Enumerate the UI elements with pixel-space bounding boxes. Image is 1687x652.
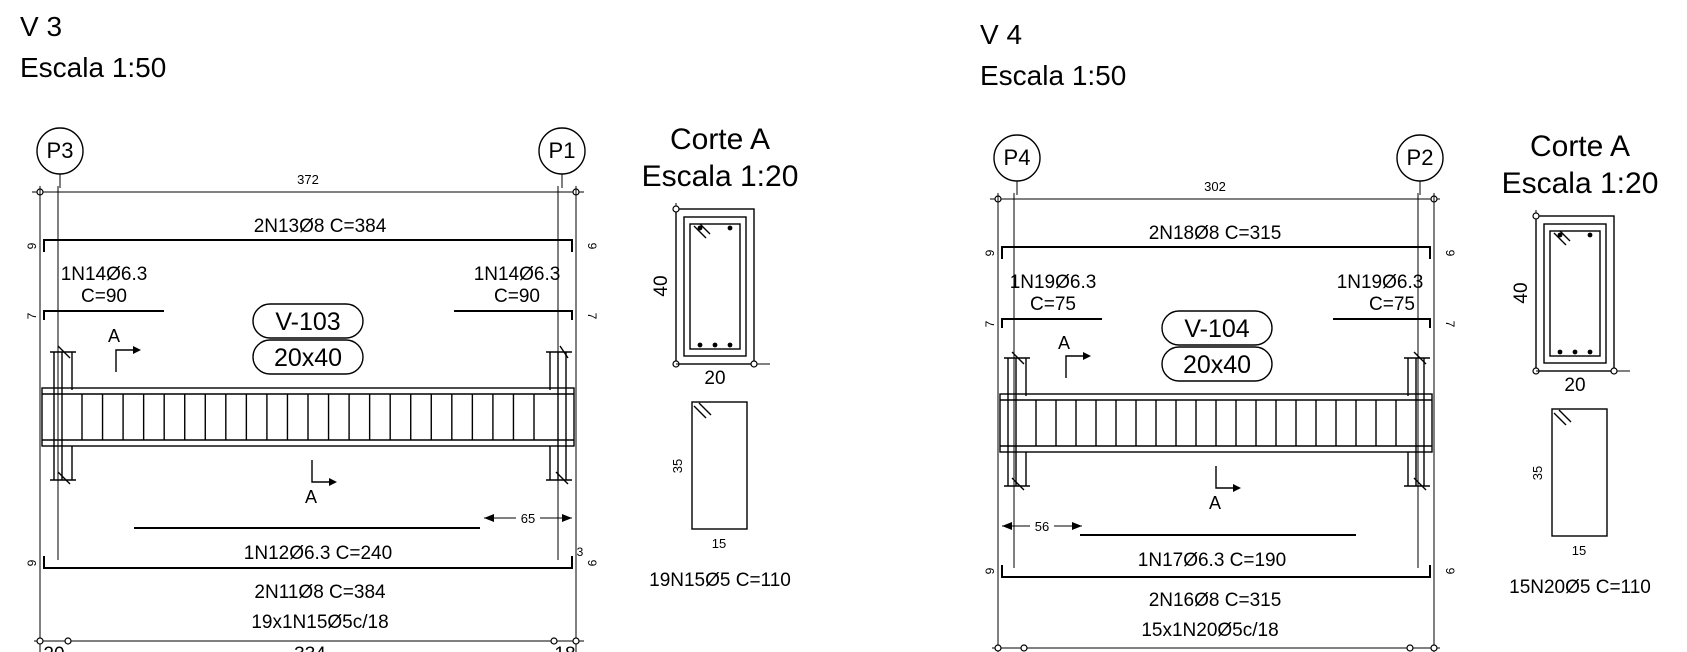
stirrup-spacing-label: 19x1N15Ø5c/18 — [251, 612, 388, 633]
support-dim-mid: 263 — [1199, 650, 1231, 652]
section-a-detail: Corte A Escala 1:20 40 20 35 15 19N15Ø5 … — [642, 123, 799, 591]
beam-name: V-104 — [1184, 315, 1249, 343]
hook-right: 9 — [585, 243, 599, 250]
offset-dimension: 65 — [521, 511, 535, 526]
beam-v3-detail: V 3 Escala 1:50 P3 P1 372 2N13Ø8 C=384 9… — [20, 11, 798, 652]
pillar-label-left: P4 — [1004, 145, 1031, 170]
offset-dimension: 56 — [1035, 519, 1049, 534]
support-dim-right: 18 — [554, 644, 575, 652]
bottom-extra-bar-label: 1N17Ø6.3 C=190 — [1138, 550, 1286, 571]
section-title: Corte A — [1530, 130, 1630, 163]
section-height: 40 — [1511, 282, 1532, 303]
section-height: 40 — [651, 275, 672, 296]
section-width: 20 — [704, 368, 725, 389]
span-dimension: 372 — [297, 172, 319, 187]
stirrup-bar-label: 19N15Ø5 C=110 — [649, 570, 791, 591]
hook-left: 9 — [983, 249, 997, 256]
bottom-bar-label: 2N16Ø8 C=315 — [1149, 590, 1282, 611]
bottom-bar-label: 2N11Ø8 C=384 — [254, 582, 386, 603]
section-title: Corte A — [670, 123, 770, 156]
negative-bar-right-label: 1N19Ø6.3 — [1337, 272, 1424, 293]
beam-size: 20x40 — [274, 344, 342, 372]
stirrup-width: 15 — [712, 536, 726, 551]
support-dim-right: 20 — [1411, 650, 1432, 652]
beam-v4-detail: V 4 Escala 1:50 P4 P2 302 2N18Ø8 C=315 9… — [980, 19, 1658, 652]
support-dim-left: 19 — [1001, 650, 1022, 652]
pillar-label-right: P2 — [1407, 145, 1434, 170]
support-dim-left: 20 — [43, 644, 64, 652]
section-mark-top: A — [1058, 333, 1070, 353]
negative-bar-left-length: C=90 — [81, 286, 127, 307]
stirrup-group — [81, 394, 535, 440]
stirrup-bar-label: 15N20Ø5 C=110 — [1509, 577, 1651, 598]
bottom-hook-left: 9 — [983, 567, 997, 574]
span-dimension: 302 — [1204, 179, 1226, 194]
negative-hook-right: 7 — [585, 313, 599, 320]
beam-title: V 3 — [20, 11, 62, 42]
bottom-extra-bar-label: 1N12Ø6.3 C=240 — [244, 543, 392, 564]
bottom-hook-left: 9 — [25, 559, 39, 566]
hook-right: 9 — [1443, 250, 1457, 257]
section-scale: Escala 1:20 — [642, 160, 799, 193]
beam-scale: Escala 1:50 — [980, 60, 1126, 91]
stirrup-spacing-label: 15x1N20Ø5c/18 — [1141, 620, 1278, 641]
negative-hook-left: 7 — [25, 312, 39, 319]
bottom-hook-right: 9 — [1443, 568, 1457, 575]
bottom-hook-right: 9 — [585, 560, 599, 567]
negative-bar-left-length: C=75 — [1030, 294, 1076, 315]
negative-hook-left: 7 — [983, 320, 997, 327]
top-bar-label: 2N13Ø8 C=384 — [254, 216, 387, 237]
section-width: 20 — [1564, 375, 1585, 396]
bottom-small-dim: 3 — [577, 545, 584, 559]
stirrup-height: 35 — [1530, 466, 1545, 480]
stirrup-height: 35 — [670, 459, 685, 473]
beam-size: 20x40 — [1183, 351, 1251, 379]
negative-bar-right-label: 1N14Ø6.3 — [474, 264, 561, 285]
section-a-detail: Corte A Escala 1:20 40 20 35 15 15N20Ø5 … — [1502, 130, 1659, 598]
pillar-label-left: P3 — [47, 138, 74, 163]
support-dim-mid: 334 — [294, 644, 326, 652]
pillar-label-right: P1 — [549, 138, 576, 163]
negative-bar-right-length: C=75 — [1369, 294, 1415, 315]
stirrup-group — [1035, 400, 1397, 446]
beam-title: V 4 — [980, 19, 1022, 50]
beam-scale: Escala 1:50 — [20, 52, 166, 83]
section-scale: Escala 1:20 — [1502, 167, 1659, 200]
section-mark-bottom: A — [1209, 493, 1221, 513]
beam-name: V-103 — [275, 308, 340, 336]
negative-bar-left-label: 1N19Ø6.3 — [1010, 272, 1097, 293]
negative-bar-right-length: C=90 — [494, 286, 540, 307]
section-mark-bottom: A — [305, 487, 317, 507]
negative-bar-left-label: 1N14Ø6.3 — [61, 264, 148, 285]
hook-left: 9 — [25, 242, 39, 249]
top-bar-label: 2N18Ø8 C=315 — [1149, 223, 1282, 244]
section-mark-top: A — [108, 326, 120, 346]
stirrup-width: 15 — [1572, 543, 1586, 558]
negative-hook-right: 7 — [1443, 321, 1457, 328]
